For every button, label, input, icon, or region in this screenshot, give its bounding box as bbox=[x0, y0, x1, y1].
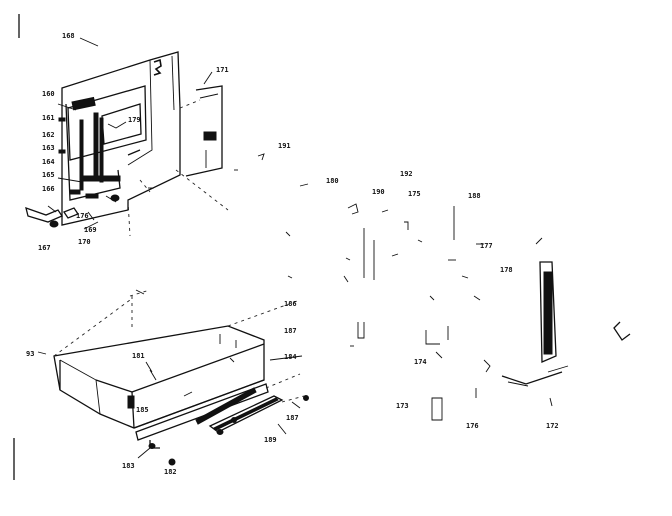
callout-169: 169 bbox=[84, 226, 97, 234]
marker-dot bbox=[303, 395, 309, 401]
callout-178: 178 bbox=[500, 266, 513, 274]
callout-177: 177 bbox=[480, 242, 493, 250]
cabinet-side-panel bbox=[431, 237, 631, 421]
callout-165: 165 bbox=[42, 171, 55, 179]
leader-181 bbox=[145, 361, 153, 373]
callout-167: 167 bbox=[38, 244, 51, 252]
callout-187-bottom: 187 bbox=[286, 414, 299, 422]
leader-168 bbox=[79, 37, 99, 47]
leader-189 bbox=[277, 423, 287, 435]
callout-179: 179 bbox=[128, 116, 141, 124]
callout-173: 173 bbox=[396, 402, 409, 410]
callout-164: 164 bbox=[42, 158, 55, 166]
fastener-cluster bbox=[63, 194, 120, 221]
drawer-tray-assembly bbox=[37, 289, 305, 466]
door-panel-assembly bbox=[58, 51, 238, 237]
callout-181: 181 bbox=[132, 352, 145, 360]
callout-161: 161 bbox=[42, 114, 55, 122]
callout-174: 174 bbox=[414, 358, 427, 366]
callout-176-bottom: 176 bbox=[466, 422, 479, 430]
leader-160 bbox=[57, 103, 77, 111]
callout-186: 186 bbox=[284, 300, 297, 308]
callout-175: 175 bbox=[408, 190, 421, 198]
callout-188: 188 bbox=[468, 192, 481, 200]
leader-187b bbox=[291, 401, 301, 409]
callout-190: 190 bbox=[372, 188, 385, 196]
callout-162: 162 bbox=[42, 131, 55, 139]
callout-168: 168 bbox=[62, 32, 75, 40]
callout-170: 170 bbox=[78, 238, 91, 246]
callout-160: 160 bbox=[42, 90, 55, 98]
callout-93: 93 bbox=[26, 350, 34, 358]
center-small-parts bbox=[257, 153, 484, 359]
callout-187-top: 187 bbox=[284, 327, 297, 335]
callout-192: 192 bbox=[400, 170, 413, 178]
leader-170 bbox=[83, 221, 99, 230]
leader-184 bbox=[269, 355, 303, 361]
leader-171 bbox=[203, 71, 213, 85]
door-handle bbox=[25, 205, 63, 228]
callout-172: 172 bbox=[546, 422, 559, 430]
callout-171: 171 bbox=[216, 66, 229, 74]
callout-182: 182 bbox=[164, 468, 177, 476]
marker-dot bbox=[231, 417, 237, 423]
callout-191: 191 bbox=[278, 142, 291, 150]
callout-163: 163 bbox=[42, 144, 55, 152]
callout-180: 180 bbox=[326, 177, 339, 185]
leader-183 bbox=[137, 447, 151, 459]
callout-176-top: 176 bbox=[76, 212, 89, 220]
callout-184: 184 bbox=[284, 353, 297, 361]
callout-183: 183 bbox=[122, 462, 135, 470]
leader-166 bbox=[57, 177, 83, 183]
callout-189: 189 bbox=[264, 436, 277, 444]
callout-185: 185 bbox=[136, 406, 149, 414]
callout-166: 166 bbox=[42, 185, 55, 193]
